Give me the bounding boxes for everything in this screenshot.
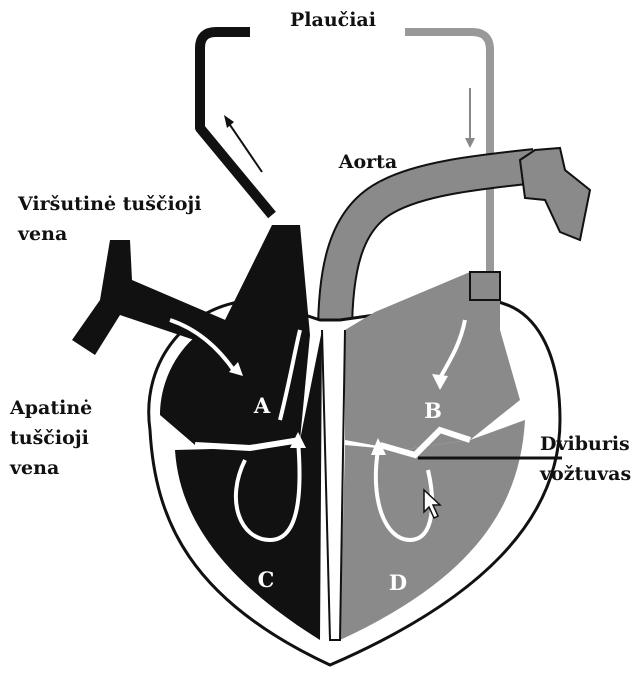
right-heart [72,225,322,640]
chamber-c-label: C [258,567,275,592]
pulmonary-vein-entry [470,272,500,300]
mitral-valve-label-line2: vožtuvas [539,463,631,485]
down-arrow-head [465,138,475,148]
inferior-vena-cava-label-line1: Apatinė [9,397,92,419]
mitral-valve-label-line1: Dviburis [540,433,630,455]
pulmonary-vein-line [405,32,490,272]
chamber-b-label: B [424,398,442,423]
lungs-label: Plaučiai [290,9,376,31]
superior-vena-cava-label-line1: Viršutinė tuščioji [17,193,202,215]
up-arrow-head [224,115,234,128]
left-heart [340,272,525,640]
inferior-vena-cava-label-line2: tuščioji [10,427,89,449]
chamber-d-label: D [389,570,407,595]
aorta-branch [520,148,590,240]
superior-vena-cava-label-line2: vena [17,223,67,245]
aorta-label: Aorta [338,151,398,173]
pulmonary-artery-line [200,32,272,215]
inferior-vena-cava-label-line3: vena [9,457,59,479]
chamber-a-label: A [253,393,271,418]
